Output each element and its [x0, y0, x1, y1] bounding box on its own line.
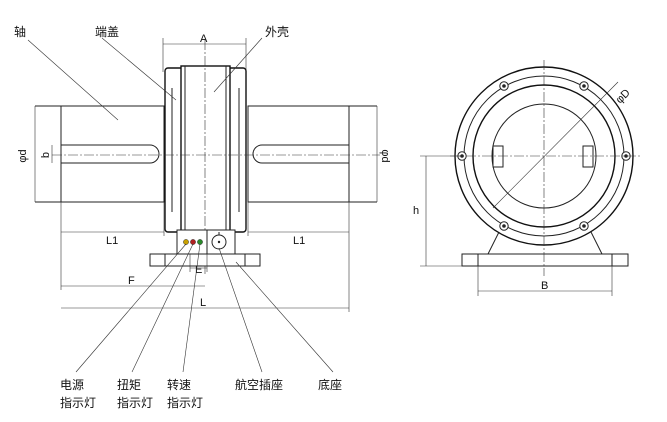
dimension-h: h — [413, 155, 462, 267]
speed-led — [197, 239, 203, 245]
front-base — [149, 253, 261, 267]
torque-label-line1: 扭矩 — [117, 378, 141, 392]
dimension-l: L — [61, 297, 349, 309]
dim-d-right-label: φd — [379, 149, 391, 162]
housing-body — [164, 65, 247, 235]
power-label-line2: 指示灯 — [60, 395, 96, 410]
power-label-line1: 电源 — [60, 378, 84, 392]
dimension-d-left: φd — [17, 106, 36, 202]
dim-l-label: L — [200, 297, 206, 309]
indicator-box — [176, 229, 236, 255]
bolt-holes — [457, 81, 631, 231]
shaft-leader — [27, 39, 119, 121]
speed-leader — [182, 243, 201, 373]
shaft-label: 轴 — [14, 24, 26, 39]
dimension-f: F — [61, 275, 205, 287]
speed-label-line1: 转速 — [167, 377, 191, 392]
front-view: A — [17, 33, 391, 373]
dimension-b-side: B — [477, 266, 613, 296]
dim-l1-right-label: L1 — [293, 235, 305, 247]
aviation-socket-label: 航空插座 — [235, 377, 283, 392]
dimension-b: b — [40, 145, 53, 163]
left-shaft — [35, 105, 165, 203]
end-cover-label: 端盖 — [95, 25, 119, 39]
socket-leader — [218, 247, 263, 373]
housing-leader — [213, 37, 263, 93]
right-key-slot — [582, 145, 594, 168]
dim-big-b-label: B — [541, 280, 548, 292]
dimension-l1-right: L1 — [247, 202, 350, 312]
power-led — [183, 239, 189, 245]
dim-a-label: A — [200, 33, 208, 45]
dim-f-label: F — [128, 275, 135, 287]
power-leader — [75, 243, 187, 373]
housing-label: 外壳 — [265, 25, 289, 39]
dimension-a: A — [162, 33, 247, 72]
side-view: φD h B — [413, 60, 640, 296]
dimension-d-diagonal — [492, 81, 619, 209]
dimension-d-right: φd — [376, 106, 391, 202]
base-leader — [235, 261, 334, 373]
end-cover-leader — [101, 37, 177, 101]
speed-label-line2: 指示灯 — [167, 395, 203, 410]
torque-label-line2: 指示灯 — [117, 395, 153, 410]
dim-d-left-label: φd — [17, 149, 29, 162]
dim-e-label: E — [195, 264, 202, 276]
left-key-slot — [492, 145, 504, 168]
dim-h-label: h — [413, 205, 419, 217]
dim-b-label: b — [40, 152, 52, 158]
torque-leader — [131, 243, 194, 373]
torque-led — [190, 239, 196, 245]
dimension-e: E — [189, 254, 208, 276]
base-label: 底座 — [318, 377, 342, 392]
dimension-l1-left: L1 — [60, 202, 165, 290]
right-shaft — [247, 105, 377, 203]
dim-l1-left-label: L1 — [106, 235, 118, 247]
